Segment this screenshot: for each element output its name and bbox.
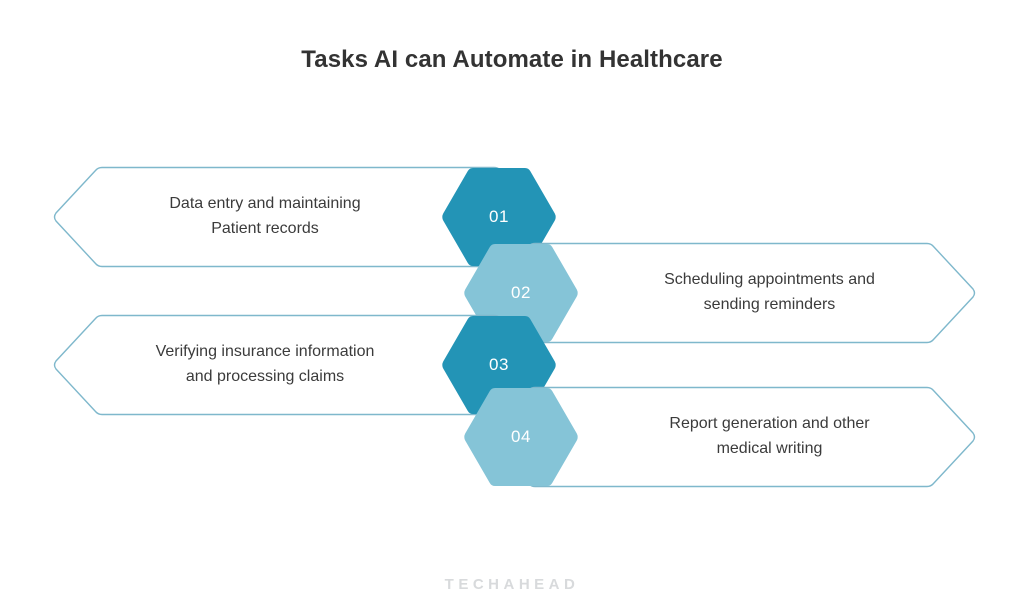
- task-label-03: Verifying insurance information and proc…: [98, 314, 432, 416]
- task-badge-04: 04: [462, 386, 580, 488]
- task-label-line2: sending reminders: [703, 296, 836, 313]
- task-label-line1: Scheduling appointments and: [664, 271, 875, 289]
- task-label-line1: Report generation and other: [669, 415, 870, 433]
- task-label-line1: Verifying insurance information: [155, 343, 375, 361]
- task-label-02: Scheduling appointments and sending remi…: [618, 242, 921, 344]
- task-label-line2: and processing claims: [185, 368, 345, 385]
- hexagon-icon: [442, 168, 556, 266]
- task-item-03: Verifying insurance information and proc…: [52, 314, 556, 416]
- brand-watermark: TECHAHEAD: [444, 576, 580, 593]
- task-item-04: Report generation and other medical writ…: [464, 386, 977, 488]
- task-label-line2: Patient records: [211, 220, 319, 237]
- task-item-01: Data entry and maintaining Patient recor…: [52, 166, 556, 268]
- task-label-line1: Data entry and maintaining: [169, 195, 361, 213]
- task-label-04: Report generation and other medical writ…: [618, 386, 921, 488]
- hexagon-icon: [464, 388, 578, 486]
- page-title: Tasks AI can Automate in Healthcare: [301, 46, 723, 73]
- task-item-02: Scheduling appointments and sending remi…: [464, 242, 977, 344]
- task-label-line2: medical writing: [716, 440, 823, 457]
- task-label-01: Data entry and maintaining Patient recor…: [98, 166, 432, 268]
